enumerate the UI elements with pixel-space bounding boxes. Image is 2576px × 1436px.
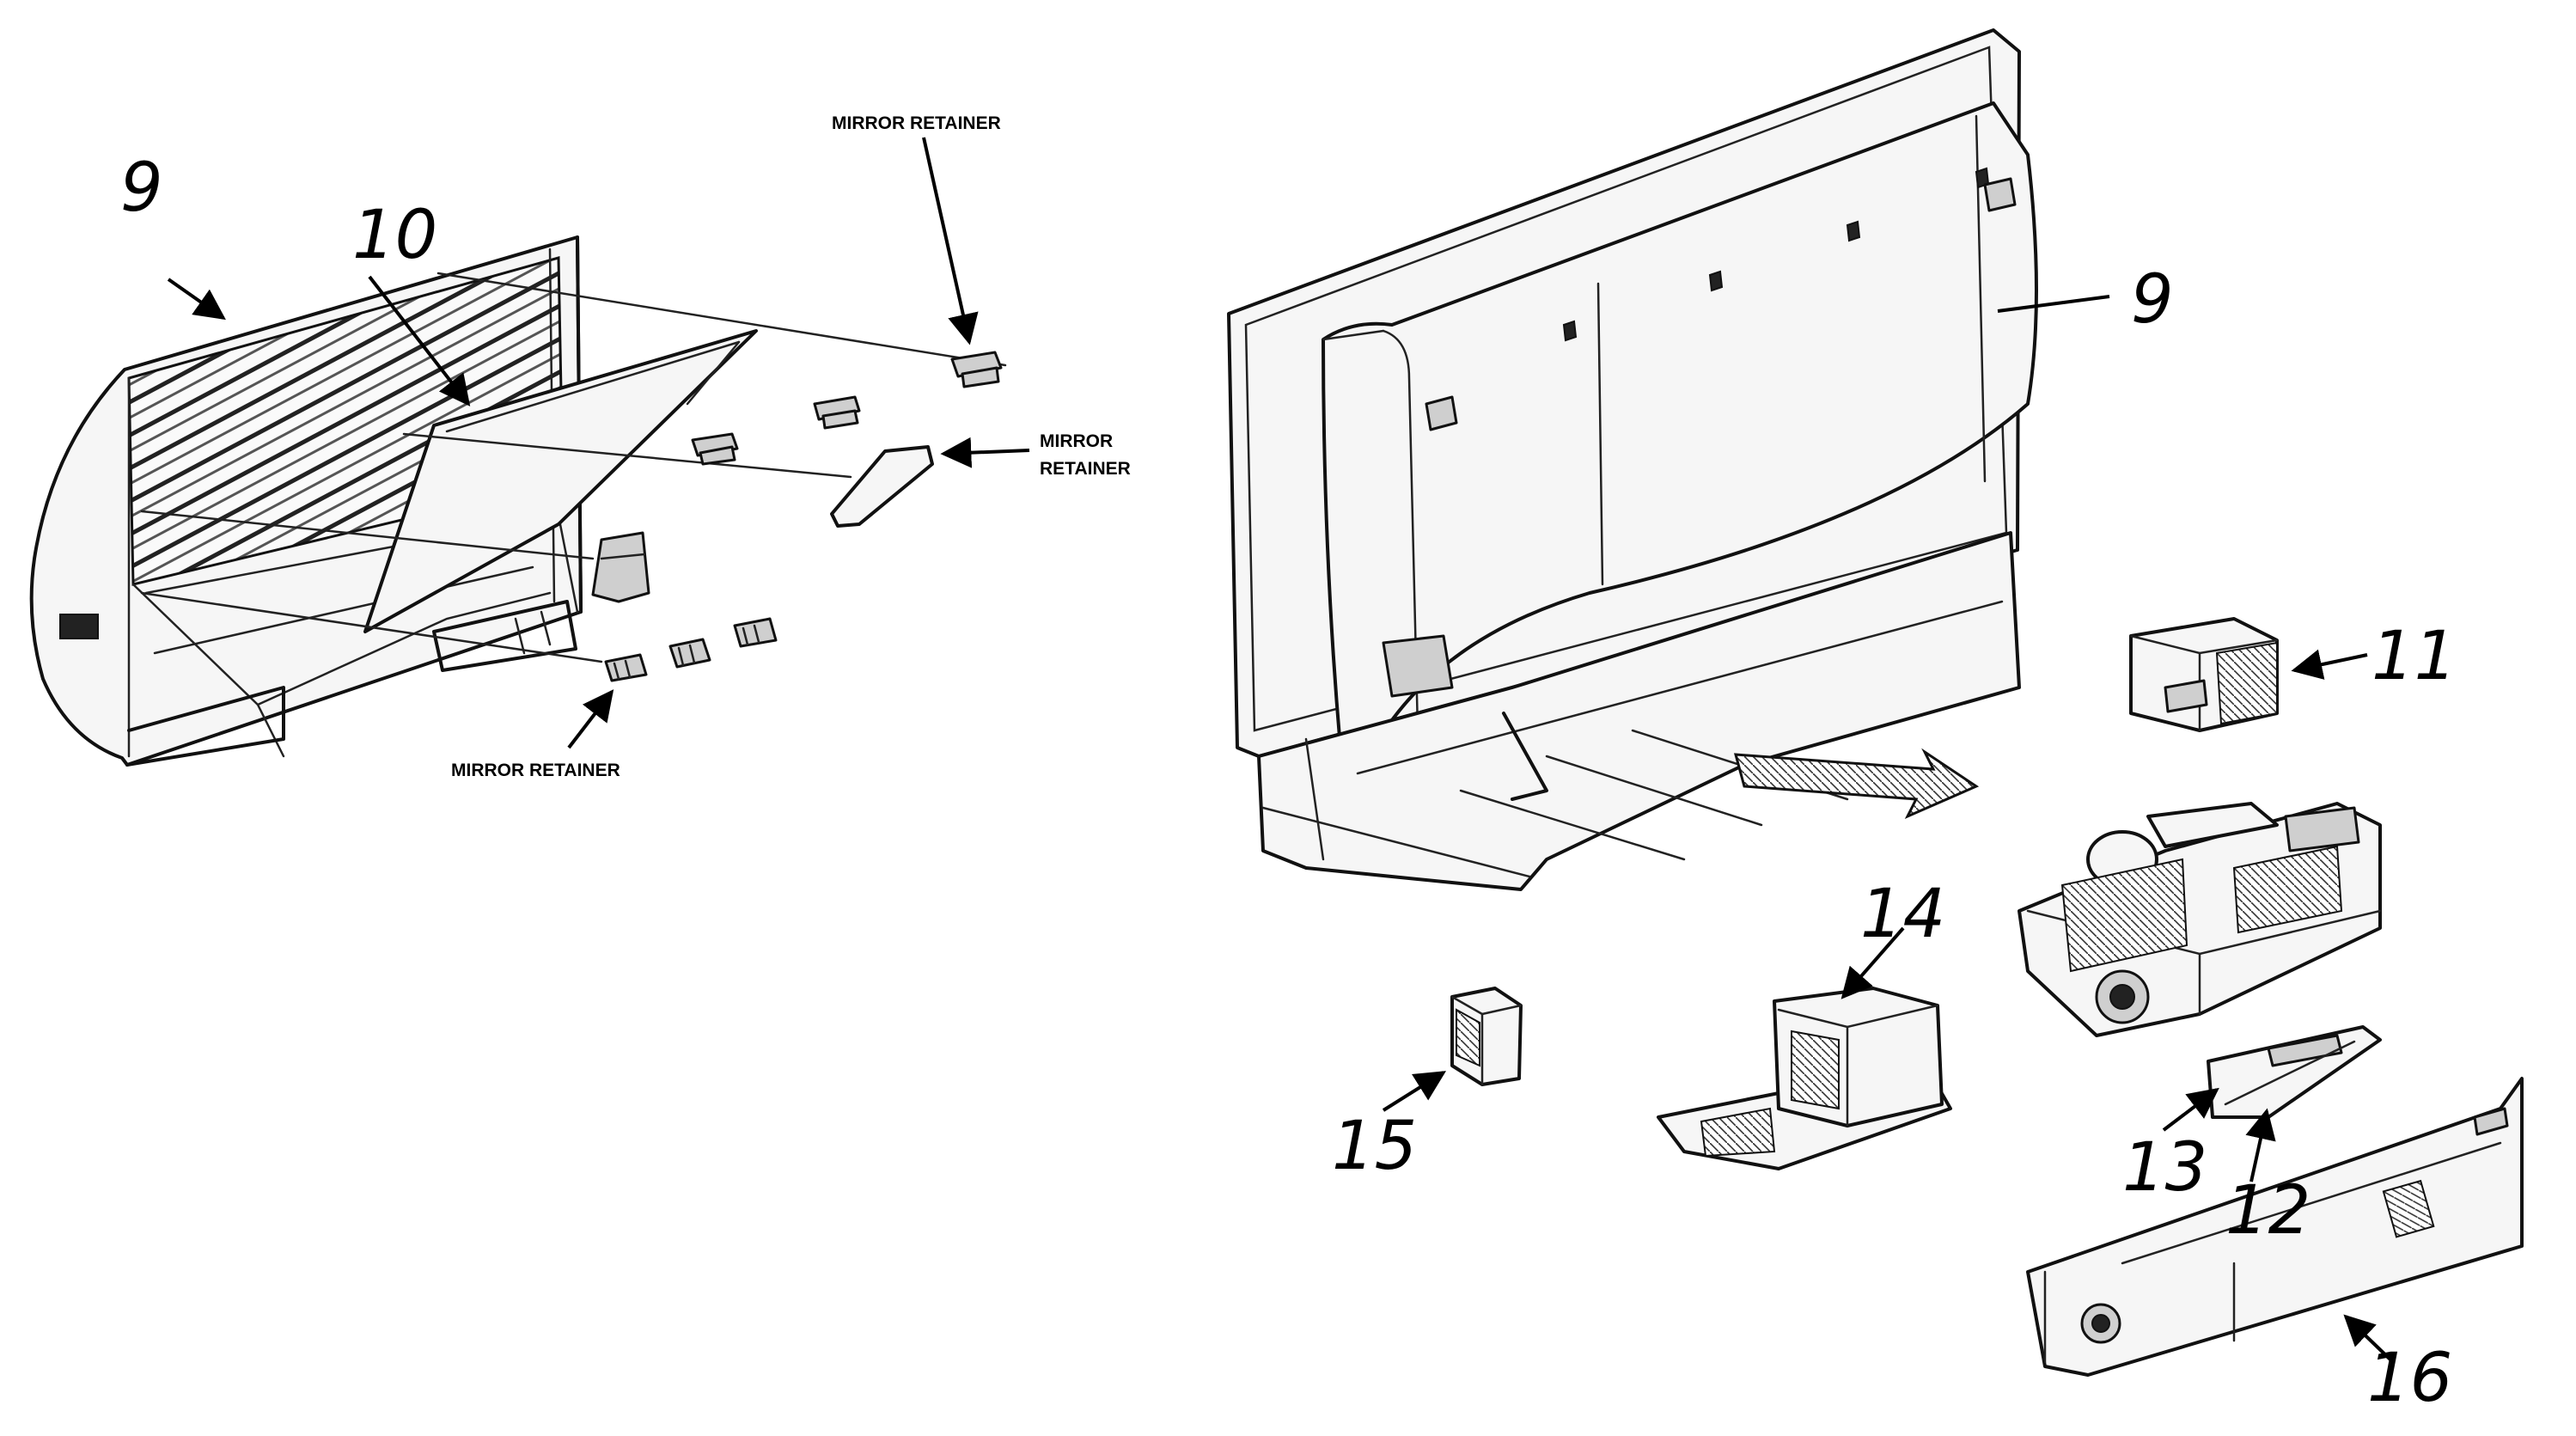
leader-9-right [1997,295,2110,313]
label-9-left: 9 [120,150,163,227]
label-10: 10 [352,197,437,274]
label-9-right: 9 [2131,261,2174,339]
caption-mirror-retainer-top: MIRROR RETAINER [832,113,1001,133]
component-11 [2129,617,2368,732]
label-15: 15 [1332,1108,1417,1185]
mirror-retainer-clip [604,653,648,682]
mirror-retainer-clip [691,432,739,466]
label-13: 13 [2122,1129,2207,1207]
mirror-retainer-clip [950,351,1003,388]
label-11: 11 [2372,618,2457,695]
mirror-retainer-clip [668,638,711,669]
labels: 9 10 9 11 12 13 14 15 16 [120,150,2457,1417]
caption-mirror-retainer-right-line2: RETAINER [1040,459,1131,479]
captions: MIRROR RETAINER MIRROR RETAINER MIRROR R… [451,113,1131,780]
optical-engine [2017,802,2382,1037]
component-16 [2026,1077,2524,1377]
caption-mirror-retainer-bottom: MIRROR RETAINER [451,761,620,780]
cabinet-mirror-assembly [29,137,1030,767]
caption-mirror-retainer-right-line1: MIRROR [1040,431,1113,451]
mirror-retainer-strip [830,445,934,528]
slide-out-arrow-icon [1733,748,1980,820]
mirror-retainer-clip [733,617,778,648]
tv-cabinet-assembly [1227,28,2110,891]
label-14: 14 [1860,876,1945,953]
mirror-retainer-clip [813,395,861,430]
label-16: 16 [2367,1340,2452,1417]
component-12-13 [2162,1025,2382,1182]
label-12: 12 [2225,1172,2310,1250]
component-14 [1657,926,1952,1170]
component-15 [1382,987,1523,1112]
